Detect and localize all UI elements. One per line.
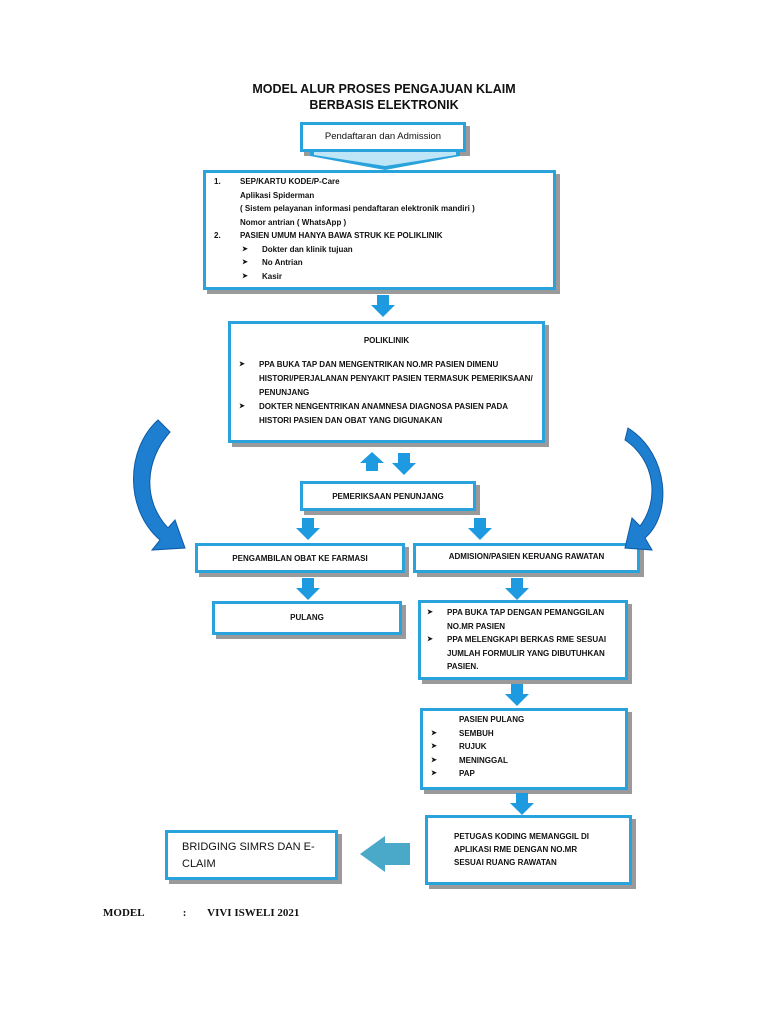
step1-app: Aplikasi Spiderman	[240, 190, 315, 200]
list-item: MENINGGAL	[429, 754, 619, 768]
step1-app-desc: ( Sistem pelayanan informasi pendaftaran…	[240, 204, 475, 213]
footer-sep: :	[182, 907, 187, 919]
list-item: DOKTER NENGENTRIKAN ANAMNESA DIAGNOSA PA…	[237, 400, 536, 428]
koding-label: PETUGAS KODING MEMANGGIL DI APLIKASI RME…	[454, 832, 589, 867]
farmasi-box: PENGAMBILAN OBAT KE FARMASI	[195, 543, 405, 573]
list-item: No Antrian	[240, 256, 545, 270]
step1-item2: PASIEN UMUM HANYA BAWA STRUK KE POLIKLIN…	[240, 231, 443, 240]
farmasi-label: PENGAMBILAN OBAT KE FARMASI	[232, 554, 368, 563]
arrow-up-icon	[360, 452, 384, 471]
bridging-box: BRIDGING SIMRS DAN E-CLAIM	[165, 830, 338, 880]
arrow-down-icon	[296, 578, 320, 600]
koding-box: PETUGAS KODING MEMANGGIL DI APLIKASI RME…	[425, 815, 632, 885]
pulang-label: PULANG	[290, 613, 324, 622]
poliklinik-title: POLIKLINIK	[363, 336, 410, 345]
list-item: RUJUK	[429, 740, 619, 754]
arrow-down-icon	[296, 518, 320, 540]
curved-arrow-left-icon	[133, 419, 186, 551]
bridging-label: BRIDGING SIMRS DAN E-CLAIM	[182, 841, 315, 870]
step1-item1: SEP/KARTU KODE/P-Care	[240, 177, 340, 186]
number: 1.	[214, 177, 221, 186]
curved-arrow-right-icon	[624, 427, 664, 551]
registration-label: Pendaftaran dan Admission	[324, 131, 442, 142]
arrow-down-icon	[371, 295, 395, 317]
list-item: Kasir	[240, 270, 545, 284]
list-item: PPA BUKA TAP DAN MENGENTRIKAN NO.MR PASI…	[237, 358, 536, 400]
poliklinik-box: POLIKLINIK PPA BUKA TAP DAN MENGENTRIKAN…	[228, 321, 545, 443]
list-item: PPA MELENGKAPI BERKAS RME SESUAI JUMLAH …	[425, 633, 621, 674]
rawatan-label: ADMISION/PASIEN KERUANG RAWATAN	[448, 552, 605, 561]
pemeriksaan-label: PEMERIKSAAN PENUNJANG	[332, 492, 444, 501]
pemeriksaan-box: PEMERIKSAAN PENUNJANG	[300, 481, 476, 511]
footer-label: MODEL	[103, 907, 144, 919]
arrow-down-icon	[505, 684, 529, 706]
list-item: SEMBUH	[429, 727, 619, 741]
footer: MODEL : VIVI ISWELI 2021	[103, 907, 299, 919]
arrow-down-icon	[392, 453, 416, 475]
step1-queue: Nomor antrian ( WhatsApp )	[240, 217, 347, 227]
list-item: Dokter dan klinik tujuan	[240, 243, 545, 257]
ppa-box: PPA BUKA TAP DENGAN PEMANGGILAN NO.MR PA…	[418, 600, 628, 680]
arrow-down-icon	[505, 578, 529, 600]
step1-box: 1. SEP/KARTU KODE/P-Care Aplikasi Spiderm…	[203, 170, 556, 290]
title-line1: MODEL ALUR PROSES PENGAJUAN KLAIM	[252, 82, 516, 96]
number: 2.	[214, 231, 221, 240]
pulang-box: PULANG	[212, 601, 402, 635]
arrow-down-icon	[468, 518, 492, 540]
registration-box: Pendaftaran dan Admission	[300, 122, 466, 152]
rawatan-box: ADMISION/PASIEN KERUANG RAWATAN	[413, 543, 640, 573]
chevron-down-arrow-icon	[310, 150, 460, 170]
pasien-pulang-title: PASIEN PULANG	[459, 715, 525, 724]
arrow-left-icon	[360, 836, 410, 872]
footer-author: VIVI ISWELI 2021	[207, 907, 300, 919]
pasien-pulang-box: PASIEN PULANG SEMBUHRUJUKMENINGGALPAP	[420, 708, 628, 790]
title-line2: BERBASIS ELEKTRONIK	[309, 98, 459, 112]
list-item: PPA BUKA TAP DENGAN PEMANGGILAN NO.MR PA…	[425, 606, 621, 633]
arrow-down-icon	[510, 793, 534, 815]
list-item: PAP	[429, 767, 619, 781]
